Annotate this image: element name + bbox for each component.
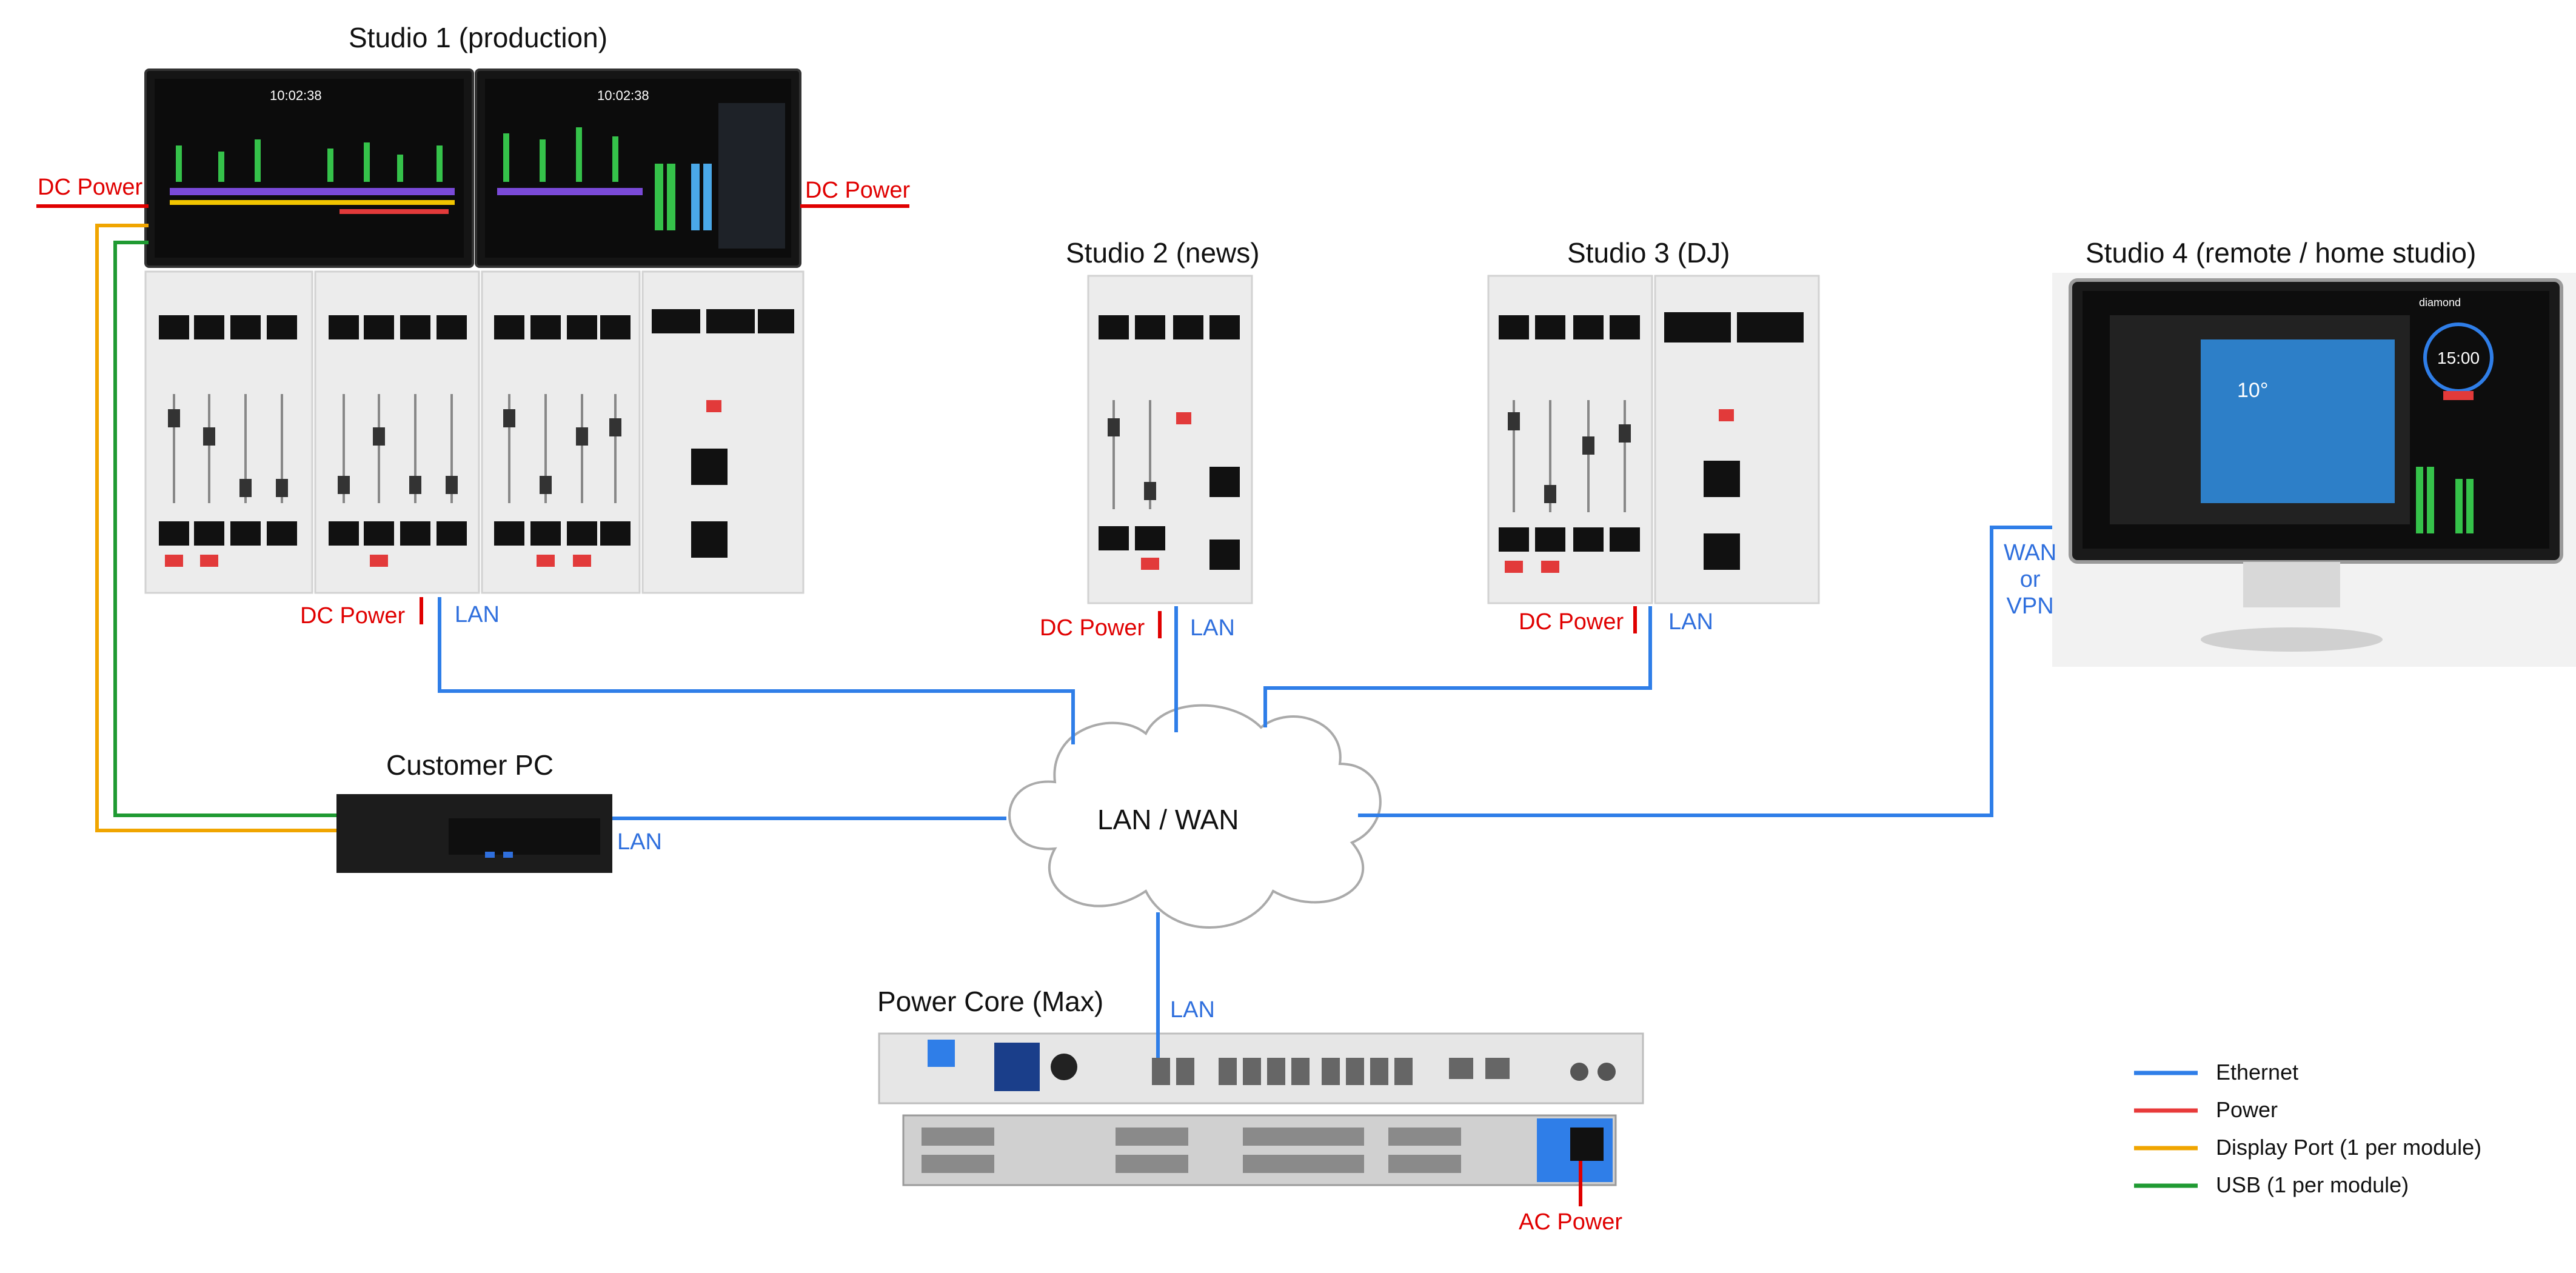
studio1-console: 10:02:38 10:02:38 xyxy=(144,68,805,594)
studio1-fader-knobs xyxy=(168,409,621,497)
studio1-screen-left-display xyxy=(155,79,464,258)
customer-pc xyxy=(336,794,612,873)
vpn-label: VPN xyxy=(2006,593,2054,619)
dc-power-label-studio1-right: DC Power xyxy=(805,178,911,203)
dc-power-label-studio3: DC Power xyxy=(1519,609,1624,635)
studio3-console xyxy=(1487,275,1820,604)
studio3-title: Studio 3 (DJ) xyxy=(1567,237,1730,269)
studio4-brand: diamond xyxy=(2419,296,2461,309)
studio4-title: Studio 4 (remote / home studio) xyxy=(2086,237,2477,269)
dc-power-label-studio2: DC Power xyxy=(1040,615,1145,641)
ethernet-lines xyxy=(438,526,2052,1058)
ac-power-label: AC Power xyxy=(1519,1209,1623,1235)
wan-or-label: or xyxy=(2019,567,2041,592)
studio4-monitor: 10° diamond 15:00 xyxy=(2052,273,2576,667)
legend-label-usb: USB (1 per module) xyxy=(2216,1172,2409,1197)
studio2-title: Studio 2 (news) xyxy=(1066,237,1260,269)
studio1-channel-displays xyxy=(159,309,794,558)
studio1-screen-right-clock: 10:02:38 xyxy=(597,88,649,103)
legend-label-power: Power xyxy=(2216,1097,2278,1122)
studio1-title: Studio 1 (production) xyxy=(349,22,608,53)
studio1-screen-right-meters xyxy=(497,103,785,249)
lan-label-power-core: LAN xyxy=(1170,997,1215,1023)
ethernet-studio1 xyxy=(438,597,1075,744)
studio2-console xyxy=(1087,275,1253,604)
dc-power-label-studio1: DC Power xyxy=(300,603,406,629)
usb-line xyxy=(113,241,336,817)
displayport-line xyxy=(95,224,336,832)
ethernet-studio3 xyxy=(1263,606,1652,727)
legend-label-displayport: Display Port (1 per module) xyxy=(2216,1135,2482,1160)
studio4-weather-window xyxy=(2201,339,2395,503)
customer-pc-title: Customer PC xyxy=(386,749,554,781)
studio4-weather-text: 10° xyxy=(2237,379,2268,402)
lan-label-studio3: LAN xyxy=(1668,609,1713,635)
power-core xyxy=(878,1032,1644,1186)
studio4-on-air xyxy=(2443,391,2474,400)
studio1-on-buttons xyxy=(165,400,721,567)
studio4-clock: 15:00 xyxy=(2437,349,2480,367)
wan-vpn-label: WAN or VPN xyxy=(2004,540,2056,620)
studio1-screen-left-meters xyxy=(170,139,455,214)
ethernet-studio4 xyxy=(1358,526,2052,817)
cloud-label: LAN / WAN xyxy=(1097,804,1239,835)
studio4-monitor-neck xyxy=(2243,562,2340,607)
lan-wan-cloud xyxy=(1008,704,1382,929)
power-lines xyxy=(36,204,1637,1206)
lan-label-studio1: LAN xyxy=(455,602,500,627)
power-core-rear xyxy=(902,1114,1617,1186)
power-core-title: Power Core (Max) xyxy=(877,986,1104,1017)
wan-label: WAN xyxy=(2004,540,2057,566)
legend-label-ethernet: Ethernet xyxy=(2216,1060,2299,1084)
dc-power-label-studio1-left: DC Power xyxy=(38,175,143,200)
lan-label-customer-pc: LAN xyxy=(617,829,662,855)
studio4-monitor-base xyxy=(2201,627,2383,652)
lan-label-studio2: LAN xyxy=(1190,615,1235,641)
studio1-screen-left-clock: 10:02:38 xyxy=(270,88,322,103)
legend-swatches xyxy=(2134,1071,2198,1188)
